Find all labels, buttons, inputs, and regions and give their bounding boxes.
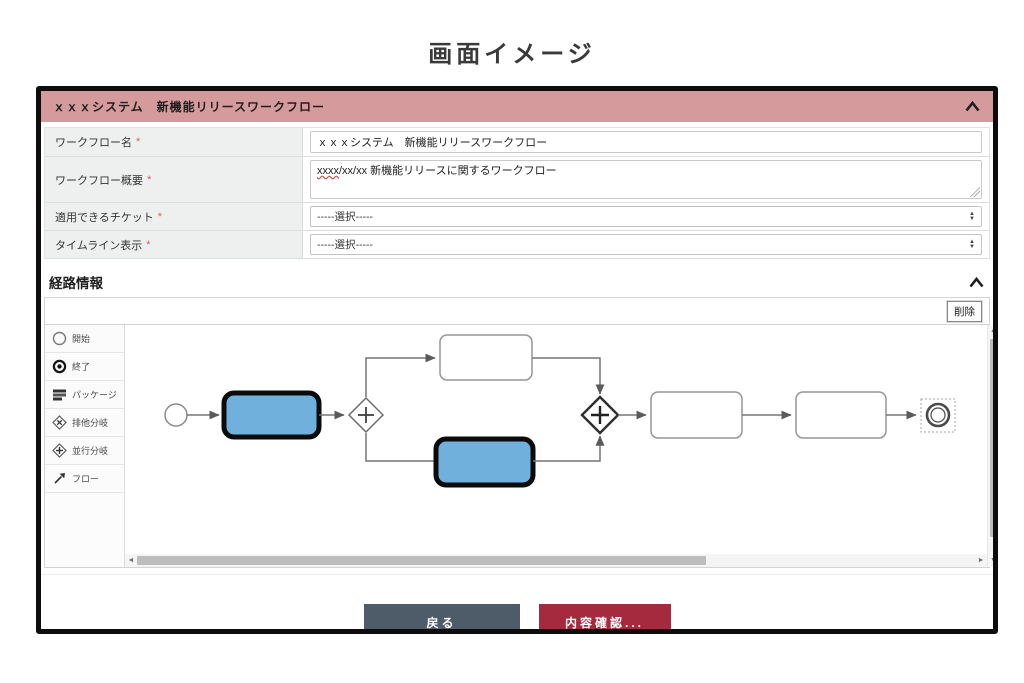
required-mark: *: [147, 173, 152, 186]
workflow-summary-field-cell: xxxx/xx/xx 新機能リリースに関するワークフロー: [303, 157, 989, 202]
required-mark: *: [157, 210, 163, 223]
mockup-frame: ｘｘｘシステム 新機能リリースワークフロー ワークフロー名 * ワークフロー概要…: [36, 86, 998, 634]
palette-item-parallel-gateway[interactable]: 並行分岐: [45, 437, 124, 465]
task-node-3[interactable]: [650, 391, 743, 439]
node-palette: 開始 終了 パッケージ: [45, 325, 125, 567]
misspelled-text: xxxx: [317, 165, 339, 177]
connector: [533, 435, 605, 462]
ticket-select[interactable]: -----選択----- ▲▼: [310, 206, 982, 227]
workflow-name-field-cell: [303, 128, 989, 156]
summary-text: /xx/xx 新機能リリースに関するワークフロー: [339, 165, 557, 177]
confirm-button[interactable]: 内容確認...: [538, 604, 671, 629]
palette-label: 排他分岐: [72, 418, 109, 428]
workflow-name-label: ワークフロー名 *: [45, 128, 303, 156]
footer-button-bar: 戻る 内容確認...: [41, 604, 993, 629]
ticket-label-text: 適用できるチケット: [55, 211, 154, 224]
palette-label: 開始: [72, 334, 91, 344]
workflow-diagram: [164, 334, 956, 488]
workflow-form: ワークフロー名 * ワークフロー概要 * xxxx/xx/xx 新機能リリースに…: [44, 127, 990, 259]
start-event-node[interactable]: [164, 403, 188, 427]
diagram-stage: ◄ ►: [125, 325, 987, 567]
timeline-select-value: -----選択-----: [317, 239, 373, 251]
ticket-field-cell: -----選択----- ▲▼: [303, 203, 989, 230]
palette-item-flow[interactable]: フロー: [45, 465, 124, 493]
palette-label: 終了: [72, 362, 91, 372]
start-event-icon: [52, 331, 67, 346]
connector: [532, 357, 605, 395]
palette-item-start[interactable]: 開始: [45, 325, 124, 353]
select-updown-icon: ▲▼: [969, 210, 975, 222]
parallel-gateway-icon: [52, 443, 67, 458]
required-mark: *: [146, 238, 151, 251]
delete-button[interactable]: 削除: [947, 300, 982, 322]
workflow-panel-header: ｘｘｘシステム 新機能リリースワークフロー: [41, 91, 993, 122]
workflow-summary-label-text: ワークフロー概要: [55, 174, 143, 187]
form-row-timeline: タイムライン表示 * -----選択----- ▲▼: [45, 231, 989, 259]
end-event-inner-ring: [930, 407, 946, 423]
scroll-up-icon[interactable]: ▲: [990, 327, 997, 334]
ticket-label: 適用できるチケット *: [45, 203, 303, 230]
timeline-label: タイムライン表示 *: [45, 231, 303, 258]
horizontal-scrollbar-thumb[interactable]: [137, 556, 706, 565]
connector: [365, 353, 436, 397]
palette-label: フロー: [72, 474, 100, 484]
end-node-selection-box: [920, 398, 956, 433]
vertical-scrollbar: ▲ ▼: [987, 325, 997, 567]
palette-label: パッケージ: [72, 390, 117, 400]
page-title: 画面イメージ: [428, 41, 596, 68]
timeline-select[interactable]: -----選択----- ▲▼: [310, 234, 982, 255]
task-node-selected-1[interactable]: [221, 390, 322, 440]
scroll-left-icon[interactable]: ◄: [127, 557, 135, 564]
flow-arrow-icon: [54, 473, 65, 484]
package-icon: [53, 389, 66, 401]
collapse-chevron-up-icon[interactable]: [964, 100, 981, 113]
palette-item-package[interactable]: パッケージ: [45, 381, 124, 409]
route-section-header: 経路情報: [49, 272, 985, 292]
form-row-ticket: 適用できるチケット * -----選択----- ▲▼: [45, 203, 989, 231]
workflow-summary-textarea[interactable]: xxxx/xx/xx 新機能リリースに関するワークフロー: [310, 160, 982, 199]
scroll-right-icon[interactable]: ►: [977, 557, 985, 564]
palette-item-end[interactable]: 終了: [45, 353, 124, 381]
task-node-4[interactable]: [795, 391, 887, 439]
form-row-workflow-summary: ワークフロー概要 * xxxx/xx/xx 新機能リリースに関するワークフロー: [45, 157, 989, 203]
textarea-resize-handle-icon[interactable]: [970, 187, 980, 197]
route-section-title: 経路情報: [49, 276, 103, 291]
end-event-icon: [52, 359, 67, 374]
ticket-select-value: -----選択-----: [317, 211, 373, 223]
footer-separator: [41, 574, 993, 575]
task-node-top[interactable]: [439, 334, 533, 381]
connector: [365, 433, 435, 462]
workflow-name-input[interactable]: [310, 131, 982, 153]
back-button[interactable]: 戻る: [363, 604, 520, 629]
timeline-field-cell: -----選択----- ▲▼: [303, 231, 989, 258]
workflow-panel-title: ｘｘｘシステム 新機能リリースワークフロー: [53, 100, 326, 114]
task-node-selected-2[interactable]: [433, 436, 536, 488]
route-collapse-chevron-up-icon[interactable]: [968, 276, 985, 289]
form-row-workflow-name: ワークフロー名 *: [45, 128, 989, 157]
workflow-summary-label: ワークフロー概要 *: [45, 157, 303, 202]
palette-item-exclusive-gateway[interactable]: 排他分岐: [45, 409, 124, 437]
select-updown-icon: ▲▼: [969, 238, 975, 250]
scroll-down-icon[interactable]: ▼: [990, 557, 997, 564]
required-mark: *: [136, 136, 141, 148]
exclusive-gateway-icon: [52, 415, 67, 430]
timeline-label-text: タイムライン表示: [55, 239, 143, 252]
horizontal-scrollbar: ◄ ►: [125, 554, 987, 567]
route-editor-box: 削除 開始 終了: [44, 297, 993, 568]
palette-label: 並行分岐: [72, 446, 109, 456]
route-toolbar: 削除: [45, 298, 989, 325]
diagram-canvas-area: 開始 終了 パッケージ: [45, 325, 993, 567]
vertical-scrollbar-thumb[interactable]: [989, 339, 993, 537]
end-event-node[interactable]: [925, 402, 951, 428]
workflow-name-label-text: ワークフロー名: [55, 137, 132, 149]
